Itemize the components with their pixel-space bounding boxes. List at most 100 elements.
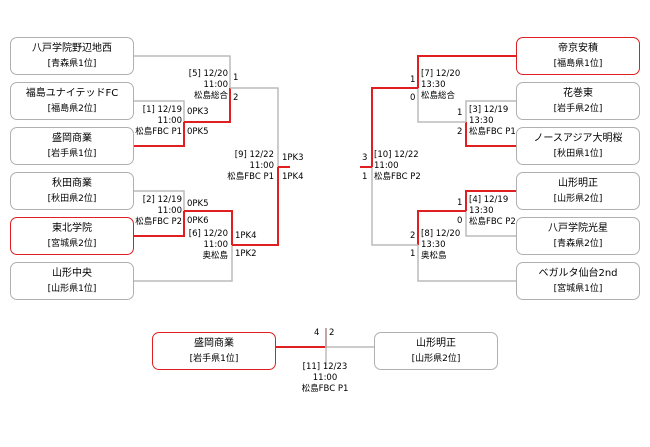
match-5-info: [5] 12/20 11:00 松島総合 <box>172 69 228 102</box>
bracket-line-m4-meisei <box>465 190 516 211</box>
match-venue: 松島FBC P1 <box>301 384 349 394</box>
team-rank: [福島県2位] <box>47 104 97 114</box>
team-rank: [山形県2位] <box>411 354 461 364</box>
score-m3-bot: 2 <box>457 127 463 137</box>
score-m4-bot: 0 <box>457 216 463 226</box>
bracket-line-m9-morioka <box>230 87 279 167</box>
team-final-yamagata-meisei: 山形明正 [山形県2位] <box>374 332 498 370</box>
match-time: 11:00 <box>157 206 183 216</box>
match-venue: 松島総合 <box>193 91 228 101</box>
match-venue: 奥松島 <box>421 251 447 261</box>
match-9-info: [9] 12/22 11:00 松島FBC P1 <box>216 150 274 183</box>
team-name: 山形中央 <box>52 268 92 279</box>
team-name: 八戸学院野辺地西 <box>32 43 112 54</box>
team-name: 帝京安積 <box>558 43 598 54</box>
team-rank: [秋田県2位] <box>47 194 97 204</box>
score-m7-bot: 0 <box>410 93 416 103</box>
match-date: [2] 12/19 <box>142 195 182 205</box>
team-vegalta-sendai-2nd: ベガルタ仙台2nd [宮城県1位] <box>516 262 640 300</box>
team-tohoku-gakuin: 東北学院 [宮城県2位] <box>10 217 134 255</box>
match-time: 11:00 <box>312 373 338 383</box>
match-time: 13:30 <box>421 240 446 250</box>
bracket-line-m10-teikyo <box>371 87 418 167</box>
match-time: 13:30 <box>421 80 446 90</box>
team-hanamaki-higashi: 花巻東 [岩手県2位] <box>516 82 640 120</box>
team-rank: [福島県1位] <box>553 59 603 69</box>
team-rank: [秋田県1位] <box>553 149 603 159</box>
team-rank: [宮城県1位] <box>553 284 603 294</box>
bracket-line-m9-tohoku <box>232 167 279 246</box>
score-m1-bot: 0PK5 <box>187 127 209 137</box>
score-m10-bot: 1 <box>362 172 368 182</box>
team-name: 盛岡商業 <box>194 338 234 349</box>
team-name: 盛岡商業 <box>52 133 92 144</box>
bracket-line-m5-morioka <box>184 88 231 123</box>
match-venue: 松島FBC P2 <box>469 217 516 227</box>
score-m9-top: 1PK3 <box>282 153 304 163</box>
score-m10-top: 3 <box>362 153 368 163</box>
score-m3-top: 1 <box>457 108 463 118</box>
bracket-line-m3-hanamaki <box>465 100 516 122</box>
bracket-line-m5-hachinohe <box>134 55 231 88</box>
team-hachinohe-kosei: 八戸学院光星 [青森県2位] <box>516 217 640 255</box>
score-m2-top: 0PK5 <box>187 199 209 209</box>
match-date: [8] 12/20 <box>421 229 461 239</box>
team-fukushima-united: 福島ユナイテッドFC [福島県2位] <box>10 82 134 120</box>
team-rank: [岩手県2位] <box>553 104 603 114</box>
team-rank: [山形県2位] <box>553 194 603 204</box>
match-11-info: [11] 12/23 11:00 松島FBC P1 <box>290 362 360 395</box>
bracket-line-m7-northasia <box>417 88 466 123</box>
team-hachinohe-noheji-nishi: 八戸学院野辺地西 [青森県1位] <box>10 37 134 75</box>
team-rank: [宮城県2位] <box>47 239 97 249</box>
bracket-line-m10-meisei <box>371 167 418 246</box>
score-m7-top: 1 <box>410 75 416 85</box>
team-name: 山形明正 <box>416 338 456 349</box>
bracket-line-m8-meisei <box>417 210 466 245</box>
match-time: 11:00 <box>249 161 275 171</box>
team-name: 福島ユナイテッドFC <box>25 88 119 99</box>
team-name: 東北学院 <box>52 223 92 234</box>
match-time: 11:00 <box>374 161 399 171</box>
score-m4-top: 1 <box>457 198 463 208</box>
score-m11-right: 2 <box>329 328 335 338</box>
score-m11-left: 4 <box>314 328 320 338</box>
match-venue: 松島FBC P1 <box>135 127 182 137</box>
team-yamagata-chuo: 山形中央 [山形県1位] <box>10 262 134 300</box>
team-rank: [岩手県1位] <box>189 354 239 364</box>
bracket-line-m3-northasia <box>465 122 516 147</box>
team-name: ベガルタ仙台2nd <box>538 268 618 279</box>
bracket-line-m4-kosei <box>465 211 516 237</box>
match-3-info: [3] 12/19 13:30 松島FBC P1 <box>469 105 516 138</box>
score-m1-top: 0PK3 <box>187 107 209 117</box>
bracket-line-m1-fukushima <box>134 100 185 122</box>
match-date: [11] 12/23 <box>302 362 348 372</box>
team-name: 山形明正 <box>558 178 598 189</box>
match-venue: 松島FBC P1 <box>469 127 516 137</box>
bracket-line-m8-vegalta <box>417 245 516 282</box>
match-date: [10] 12/22 <box>374 150 419 160</box>
score-m5-bot: 2 <box>233 93 239 103</box>
match-time: 11:00 <box>157 116 183 126</box>
team-north-asia-meio: ノースアジア大明桜 [秋田県1位] <box>516 127 640 165</box>
team-rank: [岩手県1位] <box>47 149 97 159</box>
match-2-info: [2] 12/19 11:00 松島FBC P2 <box>120 195 182 228</box>
match-time: 11:00 <box>203 80 229 90</box>
score-m6-top: 1PK4 <box>235 231 257 241</box>
match-10-info: [10] 12/22 11:00 松島FBC P2 <box>374 150 421 183</box>
match-1-info: [1] 12/19 11:00 松島FBC P1 <box>120 105 182 138</box>
team-name: ノースアジア大明桜 <box>533 133 623 144</box>
match-date: [1] 12/19 <box>142 105 182 115</box>
match-venue: 松島総合 <box>421 91 456 101</box>
team-name: 花巻東 <box>563 88 593 99</box>
bracket-line-m2-akita <box>134 190 185 211</box>
match-7-info: [7] 12/20 13:30 松島総合 <box>421 69 460 102</box>
score-m9-bot: 1PK4 <box>282 172 304 182</box>
team-name: 八戸学院光星 <box>548 223 608 234</box>
bracket-line-m1-morioka <box>134 122 185 147</box>
score-m6-bot: 1PK2 <box>235 249 257 259</box>
team-teikyo-anseki: 帝京安積 [福島県1位] <box>516 37 640 75</box>
match-date: [3] 12/19 <box>469 105 509 115</box>
match-date: [4] 12/19 <box>469 195 509 205</box>
score-m2-bot: 0PK6 <box>187 216 209 226</box>
